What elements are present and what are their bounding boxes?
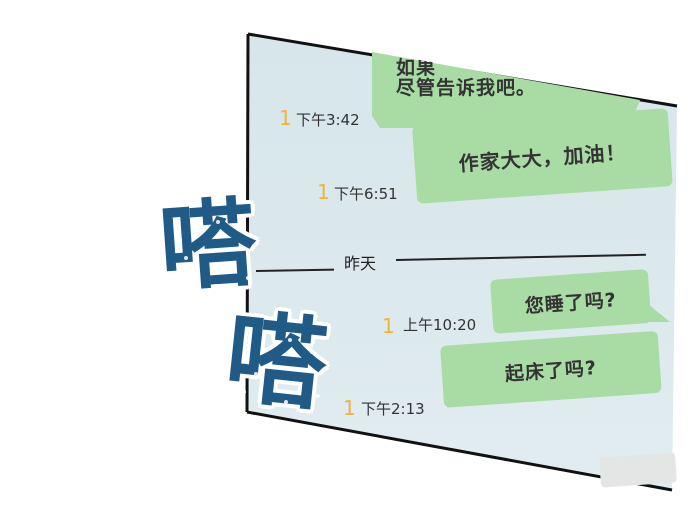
- read-count: 1: [317, 180, 330, 204]
- top-message: 如果 尽管告诉我吧。: [396, 56, 536, 100]
- timestamp: 上午10:20: [403, 316, 477, 334]
- top-message-line1: 如果: [396, 57, 437, 76]
- date-divider: 昨天: [344, 254, 377, 273]
- timestamp: 下午3:42: [296, 111, 360, 129]
- message-text: 您睡了吗?: [524, 288, 618, 318]
- timestamp: 下午6:51: [334, 185, 398, 203]
- read-count: 1: [343, 396, 356, 420]
- top-message-line2: 尽管告诉我吧。: [396, 77, 537, 99]
- message-text: 作家大大，加油！: [457, 139, 628, 176]
- sound-effect-2: 嗒: [219, 297, 330, 426]
- sound-effect-1: 嗒: [155, 185, 258, 306]
- message-bubble[interactable]: 您睡了吗?: [490, 268, 652, 334]
- read-count: 1: [279, 106, 292, 130]
- message-text: 起床了吗?: [504, 356, 598, 386]
- read-count: 1: [382, 314, 395, 338]
- timestamp: 下午2:13: [361, 400, 425, 418]
- input-box[interactable]: [599, 452, 677, 488]
